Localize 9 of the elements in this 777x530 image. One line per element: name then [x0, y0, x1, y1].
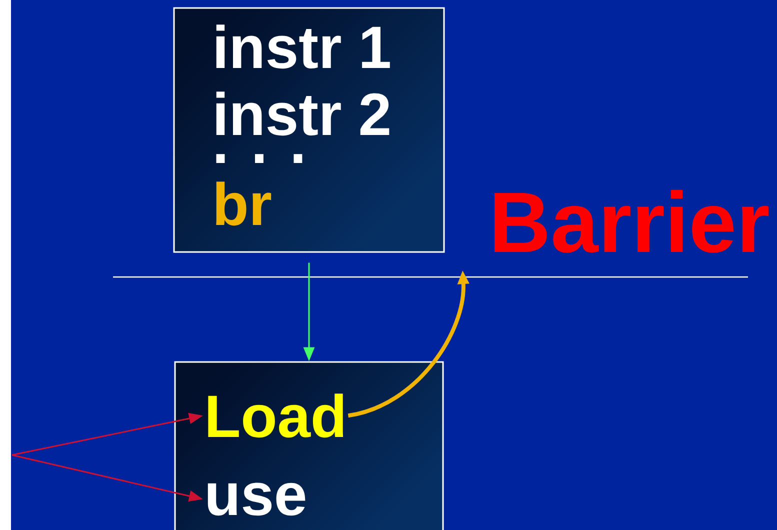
instruction-text: use: [208, 482, 306, 516]
barrier-label: Barrier: [494, 190, 768, 253]
code-line: br: [216, 182, 272, 226]
code-box: [173, 7, 445, 253]
code-line: . . .: [216, 154, 302, 163]
code-line: instr 1: [216, 24, 390, 69]
code-box: [174, 361, 444, 530]
instruction-text: Load: [208, 394, 344, 438]
code-line: instr 2: [216, 92, 390, 136]
